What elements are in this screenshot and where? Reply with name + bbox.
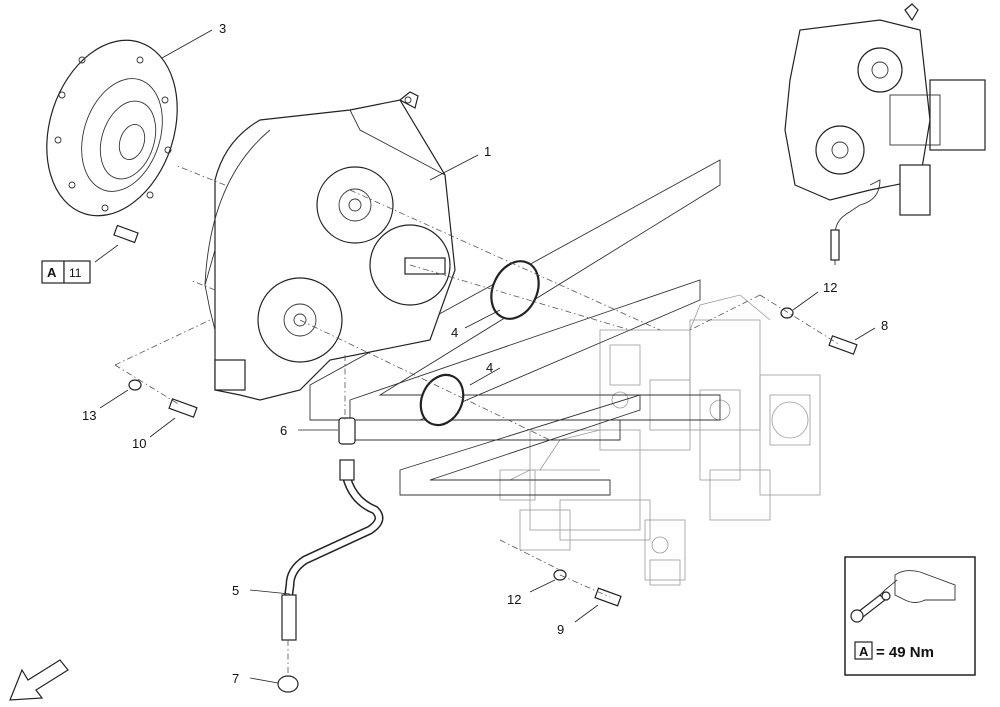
callout-7: 7 bbox=[232, 671, 239, 686]
washer-12-top bbox=[780, 307, 794, 319]
assembly-guide-lines bbox=[114, 164, 841, 675]
callout-6: 6 bbox=[280, 423, 287, 438]
guide-chevrons bbox=[309, 159, 721, 496]
bolt-8 bbox=[828, 335, 858, 355]
callout-3: 3 bbox=[219, 21, 226, 36]
ghost-pump-assembly bbox=[499, 294, 821, 586]
torque-reference-box: A 11 bbox=[41, 260, 91, 284]
callout-1: 1 bbox=[484, 144, 491, 159]
callout-9: 9 bbox=[557, 622, 564, 637]
callout-13: 13 bbox=[82, 408, 96, 423]
o-ring-lower bbox=[419, 373, 465, 427]
washer-13 bbox=[128, 379, 142, 391]
bolt-9 bbox=[594, 587, 622, 607]
assembled-thumbnail bbox=[784, 3, 986, 265]
lubrication-pipe bbox=[281, 459, 384, 641]
bolt-10 bbox=[168, 398, 198, 418]
callout-5: 5 bbox=[232, 583, 239, 598]
callout-12-top: 12 bbox=[823, 280, 837, 295]
callout-10: 10 bbox=[132, 436, 146, 451]
flywheel-coupling bbox=[46, 39, 178, 217]
torque-legend-letter: A bbox=[859, 644, 869, 659]
wrench-hand-icon bbox=[850, 570, 956, 623]
transfer-gearbox bbox=[204, 91, 456, 401]
torque-legend-value: = 49 Nm bbox=[876, 644, 934, 661]
direction-arrow-icon bbox=[9, 659, 69, 701]
callout-12-bottom: 12 bbox=[507, 592, 521, 607]
torque-legend-panel: A = 49 Nm bbox=[844, 556, 976, 676]
callout-8: 8 bbox=[881, 318, 888, 333]
o-ring-upper bbox=[490, 260, 540, 320]
callout-4-upper: 4 bbox=[451, 325, 458, 340]
callout-4-lower: 4 bbox=[486, 360, 493, 375]
bolt-11 bbox=[113, 224, 139, 244]
leader-lines bbox=[94, 29, 876, 684]
torque-ref-number: 11 bbox=[69, 266, 82, 280]
drain-plug bbox=[277, 675, 299, 693]
torque-ref-letter: A bbox=[47, 265, 57, 280]
pipe-fitting bbox=[338, 417, 356, 445]
